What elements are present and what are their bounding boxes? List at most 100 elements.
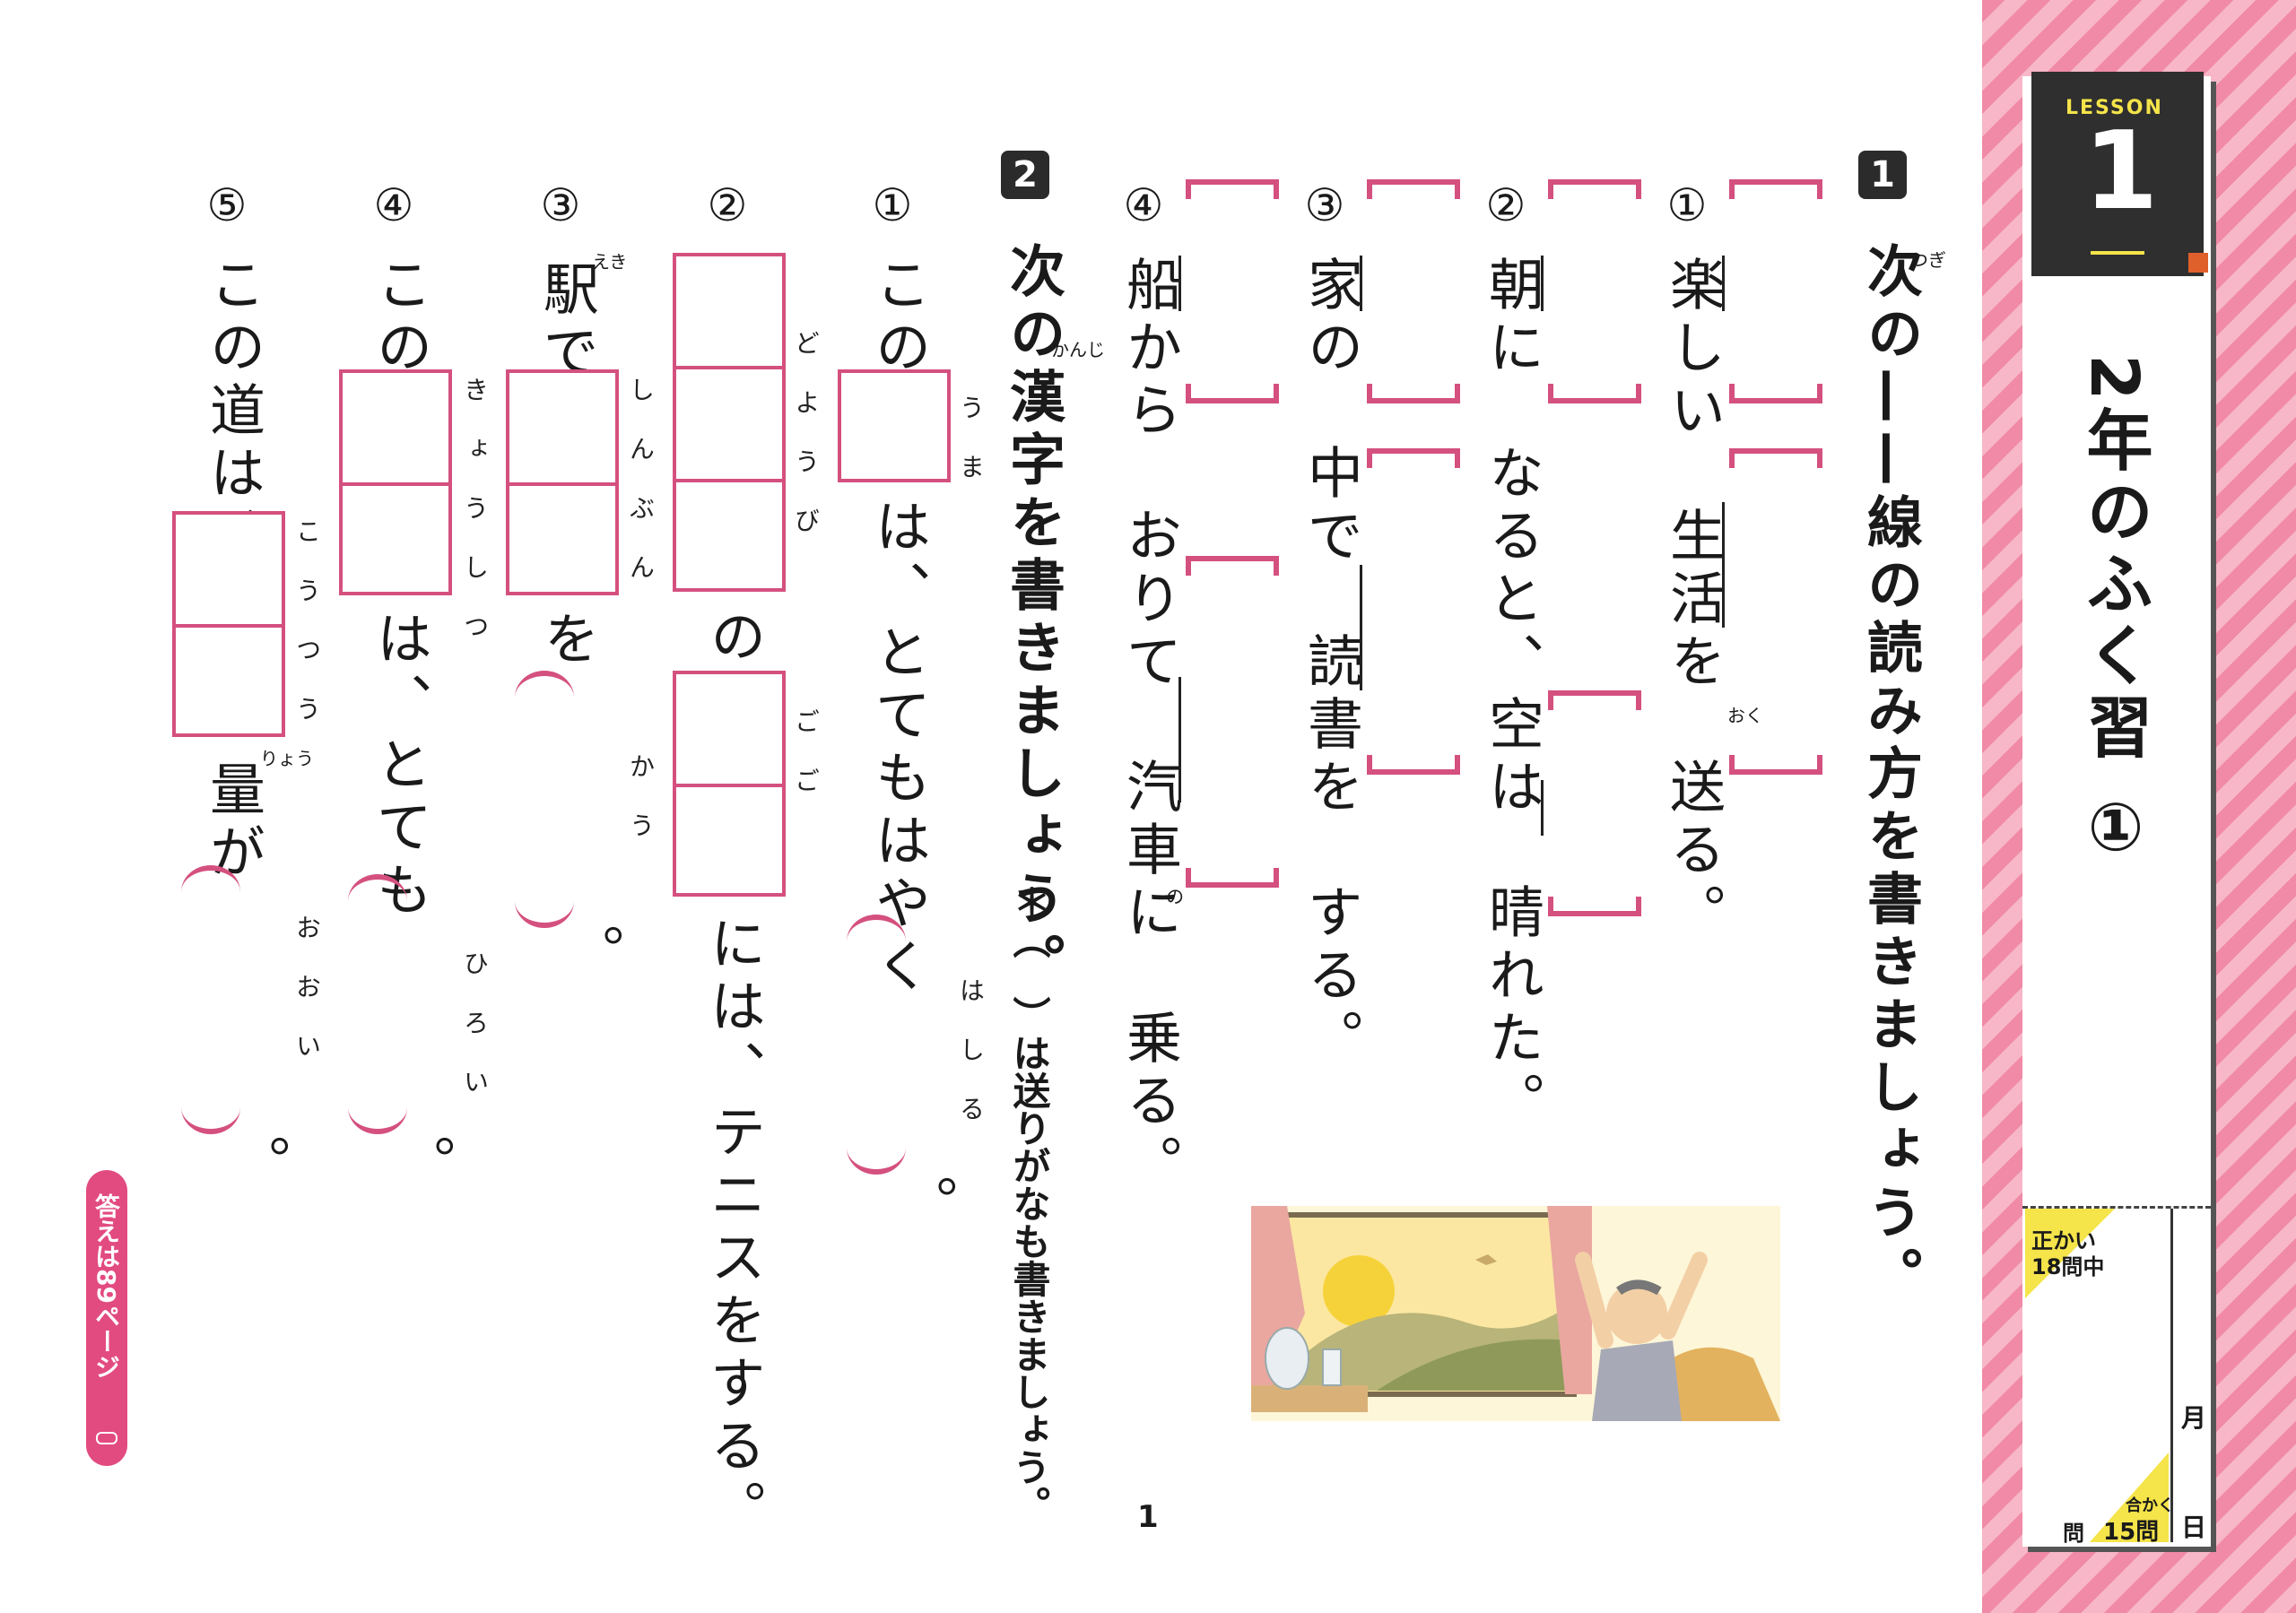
sidebar-card (2022, 76, 2211, 1547)
score-label: 正かい 18問中 (2031, 1228, 2105, 1279)
q1-item1-ruby: おく (1727, 705, 1763, 726)
q2-item3-ruby1: しんぶん (626, 377, 656, 613)
person-body (1592, 1340, 1682, 1421)
score-box (2022, 1206, 2211, 1549)
q2-note: ＊（ ）は送りがなも書きましょう。 (1007, 883, 1051, 1523)
sun-icon (1323, 1255, 1395, 1327)
q1-item4-text: 船から おりて 汽車に 乗る。 (1117, 256, 1182, 1197)
q2-item3-box[interactable] (506, 369, 619, 595)
q1-item4-bracket-b-open (1186, 556, 1279, 576)
q1-item2-bracket-b-open (1548, 690, 1641, 710)
q1-item3-bracket-a-close (1367, 384, 1460, 403)
q2-item5-paren-close (181, 1080, 240, 1134)
q2-item1-ruby1: うま (956, 395, 986, 513)
q1-item3-bracket-a-open (1367, 179, 1460, 199)
q1-item1-bracket-a-open (1729, 179, 1822, 199)
q2-item3-ruby0: えき (592, 251, 628, 273)
q1-item3-bracket-b-open (1367, 448, 1460, 468)
score-flag (2025, 1209, 2115, 1298)
q1-item4-underline-1 (1178, 256, 1181, 311)
q2-item2-t1: の (700, 608, 766, 671)
q2-item4-ruby1: きょうしつ (460, 377, 490, 672)
q2-item3-ruby2: かう (626, 753, 656, 872)
q2-item5-ruby3: りょう (260, 748, 314, 769)
q1-item4-bracket-b-close (1186, 868, 1279, 888)
answer-tab[interactable]: 答えは89ページ (86, 1170, 127, 1466)
q2-item2-box2[interactable] (673, 671, 786, 897)
q1-instruction: 次の——線の読み方を書きましょう。 (1857, 242, 1923, 1309)
month-label: 月 (2181, 1403, 2207, 1433)
q2-item4-t1: この (367, 256, 432, 381)
q1-item4-bracket-a-open (1186, 179, 1279, 199)
q2-item5-box[interactable] (172, 511, 285, 737)
jug-icon (1265, 1327, 1309, 1390)
pointing-hand-icon (96, 1432, 117, 1444)
q2-item4-paren-open (348, 874, 407, 928)
q2-item4-ruby2: ひろい (460, 950, 490, 1128)
q1-item3-bracket-b-close (1367, 755, 1460, 775)
lesson-title: 2年のふく習 (2075, 354, 2152, 765)
q2-item3-number: ③ (535, 179, 587, 231)
q1-item2-bracket-b-close (1548, 897, 1641, 916)
q1-ruby-tsugi: つぎ (1910, 249, 1946, 271)
lesson-underline (2091, 251, 2144, 255)
q1-item4-number: ④ (1118, 179, 1170, 231)
q2-item1-paren-open (847, 915, 906, 968)
q1-item1-number: ① (1661, 179, 1713, 231)
lesson-label: LESSON (2066, 97, 2163, 119)
curtain-left (1251, 1206, 1305, 1394)
q2-item1-paren-close (847, 1121, 906, 1175)
q2-item4-number: ④ (368, 179, 420, 231)
lesson-title-number: ① (2077, 789, 2154, 866)
lesson-badge: LESSON 1 (2031, 72, 2204, 276)
pass-flag (2090, 1453, 2169, 1542)
page-number: 1 (1137, 1499, 1159, 1535)
q1-item2-text: 朝に なると、空は 晴れた。 (1479, 256, 1544, 1134)
bird-icon (1475, 1254, 1497, 1265)
q1-item1-underline-2 (1722, 502, 1725, 628)
q1-item1-underline-1 (1722, 256, 1725, 311)
q2-item5-t3: 。 (225, 1134, 291, 1197)
q1-item2-bracket-a-open (1548, 179, 1641, 199)
score-divider (2170, 1209, 2173, 1542)
q2-instruction: 次の漢字を書きましょう。 (1000, 242, 1065, 995)
q2-item5-ruby2: おおい (292, 915, 322, 1092)
answer-tab-label: 答えは89ページ (91, 1193, 121, 1379)
mon-unit: 問 (2063, 1521, 2084, 1546)
q2-item2-ruby1: どようび (791, 330, 821, 567)
q2-item5-ruby1: こうつう (292, 518, 322, 755)
q1-badge: 1 (1858, 151, 1907, 199)
q2-item4-t2: は、とても (367, 610, 432, 924)
q2-item1-box[interactable] (838, 369, 951, 482)
q1-item1-bracket-b-close (1729, 755, 1822, 775)
q2-item3-t1: を (534, 610, 599, 672)
pass-label: 合かく (2126, 1496, 2174, 1515)
day-label: 日 (2181, 1513, 2207, 1542)
q2-item1-t1: この (865, 256, 931, 381)
q2-item3-t0: 駅で (534, 260, 599, 386)
q2-item5-t2: 量が (200, 760, 265, 886)
q2-item4-paren-close (348, 1080, 407, 1134)
q2-item1-number: ① (866, 179, 918, 231)
q1-item4-ruby: の (1166, 886, 1184, 907)
q1-item2-number: ② (1480, 179, 1532, 231)
q2-item2-box1[interactable] (673, 253, 786, 592)
q2-badge: 2 (1001, 151, 1049, 199)
q2-item5-number: ⑤ (201, 179, 253, 231)
q2-item3-paren-open (515, 671, 574, 724)
q2-item1-ruby2: はしる (956, 977, 986, 1155)
q1-item1-text: 楽しい 生活を 送る。 (1660, 256, 1726, 946)
q1-item1-bracket-b-open (1729, 448, 1822, 468)
q1-item4-bracket-a-close (1186, 384, 1279, 403)
morning-scene-illustration (1251, 1206, 1780, 1421)
q2-item5-paren-open (181, 865, 240, 919)
q1-item1-bracket-a-close (1729, 384, 1822, 403)
q2-item4-box[interactable] (339, 369, 452, 595)
q2-ruby-kanji: かんじ (1051, 339, 1105, 360)
pass-value: 15問 (2103, 1519, 2160, 1546)
q2-item3-t2: 。 (559, 924, 624, 986)
q2-item2-ruby2: ごご (791, 708, 821, 827)
q1-item4-underline-2 (1178, 677, 1181, 802)
lesson-corner (2188, 253, 2208, 273)
q2-item2-t2: には、テニスをする。 (700, 915, 766, 1542)
